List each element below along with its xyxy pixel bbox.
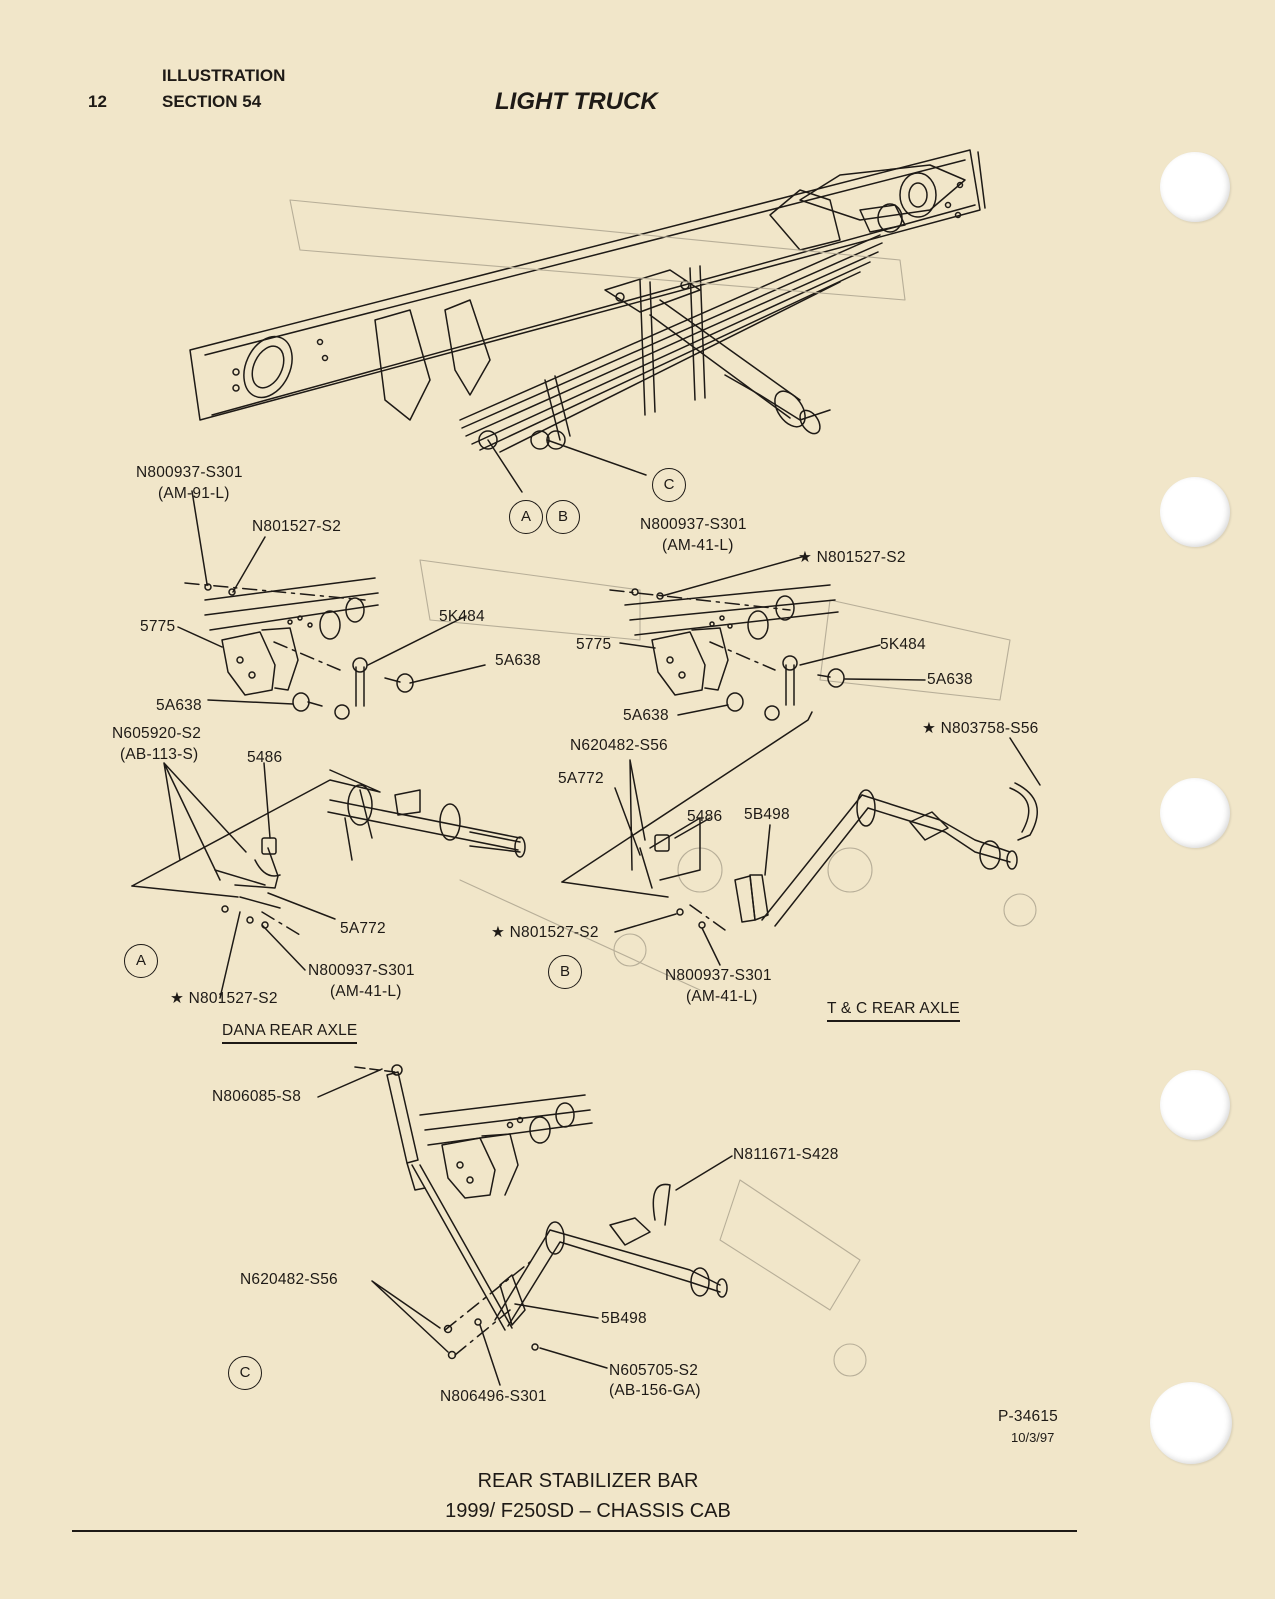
callout-a-top: A [509, 500, 543, 534]
label-b-5486: 5486 [687, 808, 723, 825]
label-b-5a772: 5A772 [558, 770, 604, 787]
label-a-5486: 5486 [247, 749, 283, 766]
binder-hole-3 [1160, 778, 1230, 848]
label-c-n620482-s56: N620482-S56 [240, 1271, 338, 1288]
page-title: LIGHT TRUCK [495, 88, 658, 115]
ghost-show-through [289, 199, 1037, 1377]
label-b-star-n801527-s2-top: ★ N801527-S2 [798, 549, 906, 566]
label-c-n806496-s301: N806496-S301 [440, 1388, 547, 1405]
callout-c-top: C [652, 468, 686, 502]
callout-b-top: B [546, 500, 580, 534]
section-label-line1: ILLUSTRATION [162, 66, 286, 85]
caption-line2: 1999/ F250SD – CHASSIS CAB [445, 1500, 731, 1522]
label-b-5k484: 5K484 [880, 636, 926, 653]
binder-hole-5 [1150, 1382, 1232, 1464]
label-b-n620482-s56: N620482-S56 [570, 737, 668, 754]
label-a-5a638-right: 5A638 [495, 652, 541, 669]
label-a-n605920-s2: N605920-S2 [112, 725, 202, 742]
binder-hole-4 [1160, 1070, 1230, 1140]
top-frame-assembly [189, 149, 986, 493]
label-b-n800937-s301-bottom: N800937-S301 [665, 967, 772, 984]
label-b-star-n801527-s2-bottom: ★ N801527-S2 [491, 924, 599, 941]
label-a-am-41-l: (AM-41-L) [330, 983, 402, 1000]
label-a-5a772: 5A772 [340, 920, 386, 937]
figure-date: 10/3/97 [1011, 1430, 1055, 1445]
view-b-artwork [561, 555, 1041, 966]
label-a-ab-113-s: (AB-113-S) [120, 746, 199, 763]
label-b-5b498: 5B498 [744, 806, 790, 823]
section-label-line2: SECTION 54 [162, 92, 262, 111]
view-c-artwork [317, 1064, 733, 1386]
callout-b: B [548, 955, 582, 989]
label-a-5a638-left: 5A638 [156, 697, 202, 714]
view-a-artwork [131, 490, 526, 999]
label-b-5775: 5775 [576, 636, 612, 653]
footer-rule [72, 1530, 1077, 1532]
label-a-star-n801527-s2: ★ N801527-S2 [170, 990, 278, 1007]
page-number: 12 [88, 92, 107, 111]
label-b-star-n803758-s56: ★ N803758-S56 [922, 720, 1039, 737]
caption-line1: REAR STABILIZER BAR [477, 1470, 699, 1492]
label-b-n800937-s301: N800937-S301 [640, 516, 747, 533]
label-b-am-41-l: (AM-41-L) [662, 537, 734, 554]
label-a-n800937-s301-bottom: N800937-S301 [308, 962, 415, 979]
label-c-n806085-s8: N806085-S8 [212, 1088, 302, 1105]
label-a-n801527-s2: N801527-S2 [252, 518, 342, 535]
label-c-n811671-s428: N811671-S428 [733, 1146, 839, 1163]
label-a-n800937-s301: N800937-S301 [136, 464, 243, 481]
label-a-5k484: 5K484 [439, 608, 485, 625]
binder-hole-1 [1160, 152, 1230, 222]
label-a-axle-name: DANA REAR AXLE [222, 1022, 358, 1044]
label-c-n605705-s2: N605705-S2 [609, 1362, 699, 1379]
label-b-axle-name: T & C REAR AXLE [827, 1000, 960, 1022]
label-b-5a638-right: 5A638 [927, 671, 973, 688]
label-b-5a638-left: 5A638 [623, 707, 669, 724]
label-a-5775: 5775 [140, 618, 176, 635]
callout-a: A [124, 944, 158, 978]
label-c-ab-156-ga: (AB-156-GA) [609, 1382, 701, 1399]
figure-reference: P-34615 [998, 1408, 1059, 1425]
label-c-5b498: 5B498 [601, 1310, 647, 1327]
callout-c: C [228, 1356, 262, 1390]
binder-hole-2 [1160, 477, 1230, 547]
label-a-am-91-l: (AM-91-L) [158, 485, 230, 502]
label-b-am-41-l-bottom: (AM-41-L) [686, 988, 758, 1005]
